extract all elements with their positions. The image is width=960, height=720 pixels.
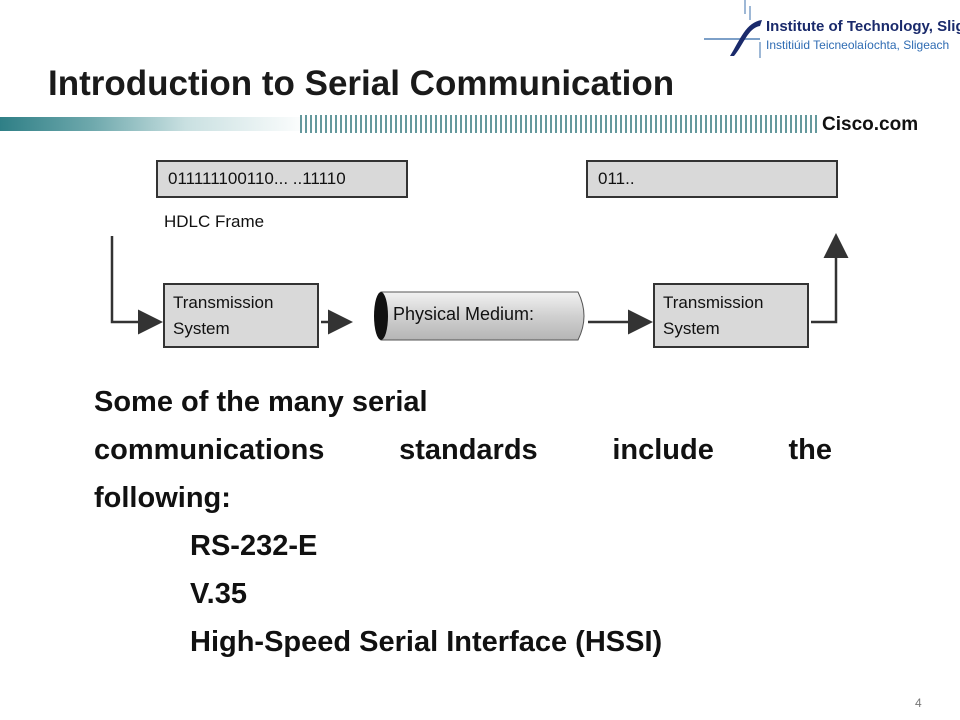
standard-item: High-Speed Serial Interface (HSSI) xyxy=(190,626,663,658)
intro-word: include xyxy=(612,434,714,466)
physical-medium-label: Physical Medium: xyxy=(393,304,535,324)
intro-word: the xyxy=(788,434,832,466)
sender-system-line1: Transmission xyxy=(173,293,274,312)
receiver-bits-box: 011.. xyxy=(586,160,838,198)
sender-transmission-system: Transmission System xyxy=(163,283,319,348)
body-text: Some of the many serial communications s… xyxy=(94,378,832,666)
institute-name-irish: Institiúid Teicneolaíochta, Sligeach xyxy=(766,38,950,52)
receiver-bits: 011.. xyxy=(598,169,635,188)
standard-item: RS-232-E xyxy=(190,530,318,562)
intro-word: standards xyxy=(399,434,538,466)
receiver-system-line1: Transmission xyxy=(663,293,764,312)
intro-line-1: Some of the many serial xyxy=(94,386,428,418)
sender-bits-box: 011111100110... ..11110 xyxy=(156,160,408,198)
sender-bits: 011111100110... ..11110 xyxy=(168,169,346,188)
page-number: 4 xyxy=(915,696,922,710)
intro-word: communications xyxy=(94,434,325,466)
sender-system-line2: System xyxy=(173,319,230,338)
frame-label: HDLC Frame xyxy=(164,212,265,231)
intro-line-3: following: xyxy=(94,482,231,514)
institute-name: Institute of Technology, Sligo xyxy=(766,18,960,35)
receiver-transmission-system: Transmission System xyxy=(653,283,809,348)
sligo-logo-icon xyxy=(704,0,762,58)
receiver-system-line2: System xyxy=(663,319,720,338)
standard-item: V.35 xyxy=(190,578,247,610)
header-band xyxy=(0,115,820,133)
slide-title: Introduction to Serial Communication xyxy=(48,64,675,103)
cisco-brand: Cisco.com xyxy=(822,114,919,135)
intro-line-2: communications standards include the xyxy=(94,426,832,474)
